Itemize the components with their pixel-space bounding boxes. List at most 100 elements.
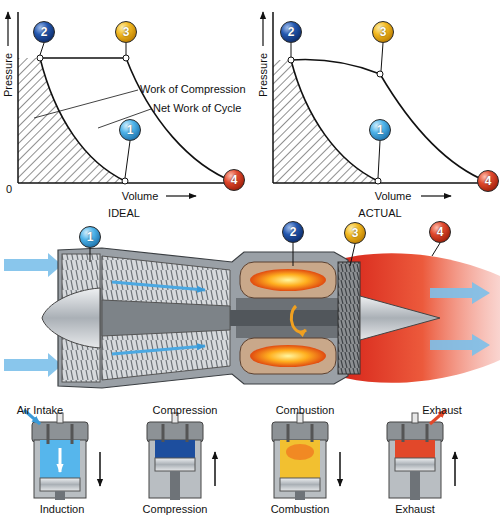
cylinder-head: [32, 422, 88, 442]
axis-arrow: [166, 195, 196, 196]
cycle-point: [377, 71, 383, 77]
callout-number-text: 2: [282, 221, 304, 243]
nose-spinner: [42, 288, 100, 348]
cylinder-charge: [280, 440, 320, 478]
motion-arrow: [454, 452, 456, 486]
cycle-point: [122, 178, 128, 184]
compressor-drum: [102, 300, 230, 336]
cylinder-head: [272, 422, 328, 442]
connecting-rod: [295, 491, 305, 500]
annotation-label: Work of Compression: [140, 83, 246, 96]
cylinder-charge: [155, 440, 195, 458]
axis-label: Pressure: [2, 53, 15, 97]
pressure-axis: [272, 12, 274, 183]
leader-line: [432, 243, 440, 256]
cycle-point: [375, 178, 381, 184]
callout-circle: [224, 170, 245, 191]
combustion-chamber: [240, 262, 336, 298]
axis-arrow: [262, 12, 263, 46]
axis-arrow: [421, 195, 451, 196]
callout-circle: [370, 120, 391, 141]
callout-circle: [116, 22, 137, 43]
callout-number-text: 4: [477, 170, 499, 192]
piston: [280, 478, 320, 491]
flame: [250, 345, 326, 367]
airflow-arrow: [112, 346, 205, 354]
cylinder-head: [387, 422, 443, 442]
valve: [186, 424, 189, 442]
callout-circle: [345, 223, 366, 244]
motion-arrow: [339, 452, 341, 486]
callout-number-text: 1: [369, 119, 391, 141]
leader-line: [90, 248, 91, 262]
leader-line: [350, 244, 355, 266]
cycle-point: [288, 57, 294, 63]
callout-number-text: 4: [429, 221, 451, 243]
airflow-arrow: [4, 253, 62, 277]
leader-line: [378, 141, 380, 178]
leader-line: [291, 43, 292, 57]
connecting-rod: [410, 471, 420, 500]
callout-circle: [34, 22, 55, 43]
axis-label: Pressure: [257, 53, 270, 97]
rotation-arrow: [291, 306, 306, 332]
cylinder-charge: [40, 440, 80, 478]
exhaust-arrow: [430, 282, 490, 304]
callout-circle: [120, 120, 141, 141]
motion-arrow: [214, 452, 216, 486]
valve: [162, 424, 165, 442]
stage-label: Compression: [153, 404, 218, 417]
callout-circle: [281, 22, 302, 43]
connecting-rod: [55, 491, 65, 500]
cycle-point: [123, 55, 129, 61]
stroke-label: Compression: [143, 503, 208, 516]
valve: [402, 424, 405, 442]
callout-circle: [478, 171, 499, 192]
volume-axis: [273, 182, 496, 184]
flame: [286, 444, 314, 460]
valve: [311, 424, 314, 442]
callout-number: 1: [369, 119, 391, 141]
callout-number: 2: [280, 21, 302, 43]
cycle-curve: [291, 60, 488, 182]
callout-circle: [283, 222, 304, 243]
callout-circle: [80, 227, 101, 248]
stroke-label: Exhaust: [395, 503, 435, 516]
piston: [155, 458, 195, 471]
connecting-rod: [170, 471, 180, 500]
callout-number-text: 4: [223, 169, 245, 191]
compression-hatch: [18, 58, 125, 183]
stroke-label: Induction: [40, 503, 85, 516]
callout-number-text: 3: [344, 222, 366, 244]
valve: [71, 424, 74, 444]
stage-label: Exhaust: [422, 404, 462, 417]
flow-arrow: [59, 448, 62, 472]
piston: [40, 478, 80, 491]
leader-line: [125, 141, 130, 178]
callout-circle: [430, 222, 451, 243]
stage-label: Combustion: [276, 404, 335, 417]
chart-caption: IDEAL: [108, 207, 140, 220]
airflow-arrow: [112, 282, 205, 290]
valve: [426, 424, 429, 442]
compression-curve: [40, 58, 125, 181]
flame: [250, 269, 326, 291]
stroke-label: Combustion: [271, 503, 330, 516]
cycle-point: [37, 55, 43, 61]
exhaust-arrow: [430, 334, 490, 356]
callout-number-text: 2: [33, 21, 55, 43]
callout-circle: [373, 22, 394, 43]
spark-plug: [412, 413, 418, 423]
chart-caption: ACTUAL: [358, 207, 401, 220]
axis-arrow: [7, 12, 8, 46]
cylinder-head: [147, 422, 203, 442]
callout-number: 2: [282, 221, 304, 243]
airflow-arrow: [4, 353, 62, 377]
callout-number-text: 2: [280, 21, 302, 43]
annotation-label: Net Work of Cycle: [153, 102, 241, 115]
callout-number-text: 1: [119, 119, 141, 141]
piston: [395, 458, 435, 471]
callout-number: 4: [477, 170, 499, 192]
cylinder-wall: [34, 440, 86, 498]
